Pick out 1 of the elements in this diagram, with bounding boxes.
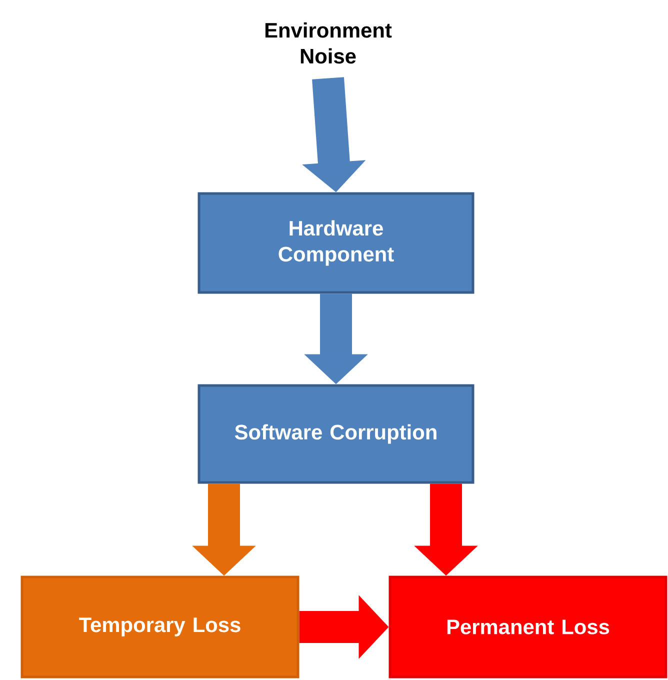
heading-text: Environment Noise xyxy=(265,22,392,64)
